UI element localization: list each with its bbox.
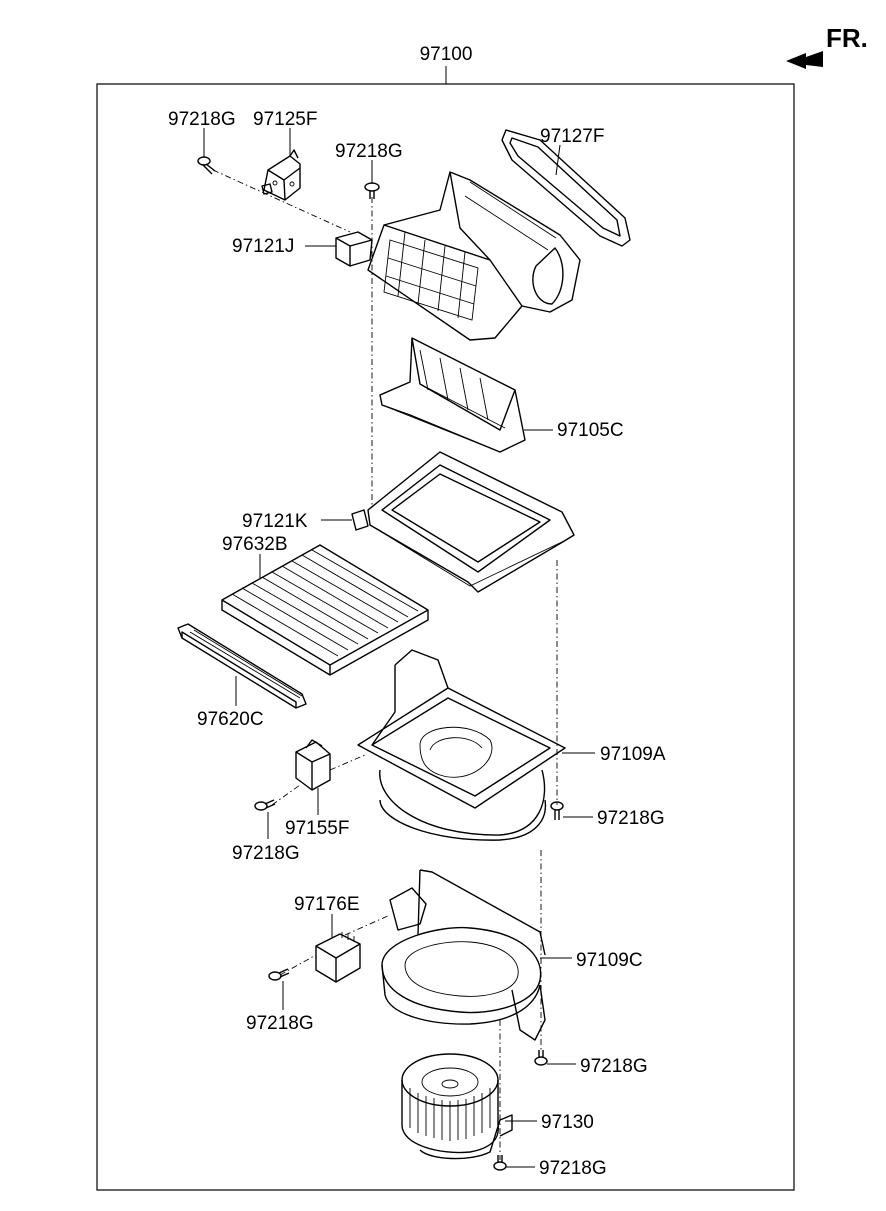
callout-97105c: 97105C	[557, 420, 624, 441]
callout-97109c: 97109C	[576, 950, 643, 971]
screw-bottom	[493, 1155, 507, 1171]
callout-97109a: 97109A	[600, 744, 666, 765]
screw-top-center	[364, 182, 380, 199]
callout-97176e: 97176E	[294, 894, 360, 915]
alignment-line-resistor	[271, 784, 301, 806]
assembly-part-number: 97100	[420, 44, 473, 65]
callout-97620c: 97620C	[197, 709, 264, 730]
clip-97121j	[335, 231, 373, 267]
callout-97218g: 97218G	[232, 843, 300, 864]
leader-c4	[555, 144, 561, 176]
callout-97155f: 97155F	[285, 818, 349, 839]
screw-right-middle	[550, 801, 564, 820]
resistor-97155f	[295, 739, 331, 791]
screw-left-lower	[268, 968, 290, 981]
callout-97121j: 97121J	[232, 236, 294, 257]
module-97176e	[315, 887, 427, 983]
callout-97218g: 97218G	[246, 1013, 314, 1034]
callout-97127f: 97127F	[540, 126, 604, 147]
gasket-97127f	[501, 129, 631, 247]
assembly-frame	[96, 83, 795, 1191]
callout-97632b: 97632B	[222, 534, 288, 555]
front-direction-label: FR.	[826, 23, 868, 53]
callout-97218g: 97218G	[539, 1158, 607, 1179]
alignment-line-resistor-case	[329, 754, 366, 771]
callout-97218g: 97218G	[335, 141, 403, 162]
callout-97130: 97130	[541, 1112, 594, 1133]
callout-97218g: 97218G	[168, 109, 236, 130]
intake-duct-housing	[367, 171, 581, 341]
callout-97121k: 97121K	[242, 511, 308, 532]
callout-97218g: 97218G	[597, 808, 665, 829]
alignment-line-module	[279, 954, 317, 976]
screw-left-middle	[254, 799, 276, 811]
upper-case-97109a	[357, 649, 566, 841]
intake-door-97105c	[379, 337, 526, 453]
filter-cover-97620c	[177, 623, 307, 709]
front-direction-arrow-icon	[786, 51, 823, 69]
screw-top-left	[197, 156, 216, 175]
screw-right-lower	[534, 1050, 548, 1066]
blower-motor-97130	[401, 1053, 513, 1160]
cabin-filter-97632b	[221, 544, 429, 676]
alignment-line-actuator	[212, 169, 351, 233]
alignment-line-module-case	[344, 914, 391, 936]
callout-97218g: 97218G	[580, 1056, 648, 1077]
filter-frame-97121k	[351, 451, 575, 593]
lower-case-97109c	[381, 869, 546, 1041]
callout-97125f: 97125F	[253, 109, 317, 130]
actuator-97125f	[261, 149, 301, 201]
